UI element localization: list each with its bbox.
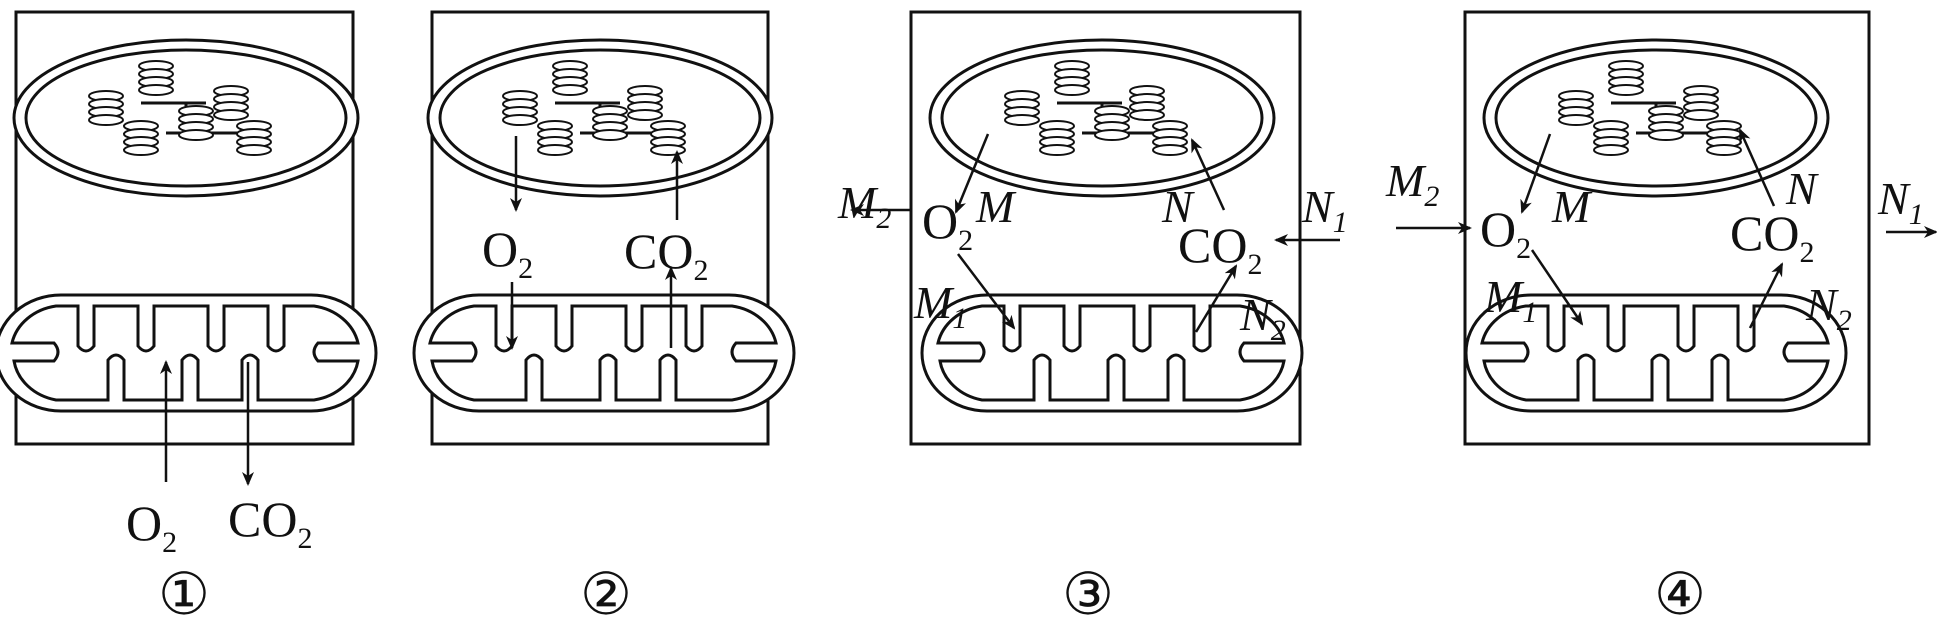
m-label: M xyxy=(1551,181,1593,232)
m-arrow xyxy=(1520,133,1552,214)
panel-number: ① xyxy=(158,562,210,627)
co2-label: CO2 xyxy=(1730,205,1814,269)
m1-label: M1 xyxy=(1483,271,1537,329)
m-label: M xyxy=(975,181,1017,232)
n2-arrow xyxy=(1194,264,1238,333)
m1-arrow xyxy=(957,253,1016,330)
n2-arrow xyxy=(1748,262,1784,329)
panel-1: O2 CO2 ① xyxy=(0,10,378,627)
n2-label: N2 xyxy=(1805,279,1852,337)
chloroplast xyxy=(428,40,772,196)
co2-label: CO2 xyxy=(624,223,708,287)
n2-label: N2 xyxy=(1239,289,1286,347)
chloroplast xyxy=(14,40,358,196)
m1-label: M1 xyxy=(913,277,967,335)
m2-label: M2 xyxy=(837,177,891,235)
m2-label: M2 xyxy=(1385,155,1439,213)
co2-label: CO2 xyxy=(1178,217,1262,281)
o2-label: O2 xyxy=(1480,201,1531,265)
m-arrow xyxy=(954,133,990,214)
panel-number: ④ xyxy=(1654,562,1706,627)
mitochondrion xyxy=(412,293,796,413)
o2-label: O2 xyxy=(922,193,973,257)
co2-label: CO2 xyxy=(228,491,312,555)
n-label: N xyxy=(1785,163,1819,214)
o2-label: O2 xyxy=(126,495,177,559)
n-arrow xyxy=(1738,128,1776,207)
panel-3: O2 CO2 M M1 M2 N N1 N2 ③ xyxy=(837,10,1348,627)
panel-number: ③ xyxy=(1062,562,1114,627)
n-arrow xyxy=(1190,138,1226,211)
n-label: N xyxy=(1161,181,1195,232)
n1-label: N1 xyxy=(1301,181,1348,239)
o2-label: O2 xyxy=(482,221,533,285)
panel-2: O2 CO2 ② xyxy=(412,10,796,627)
mitochondrion xyxy=(0,293,378,413)
panel-4: O2 CO2 M M1 M2 N N1 N2 ④ xyxy=(1385,10,1937,627)
chloroplast xyxy=(930,40,1274,196)
n1-label: N1 xyxy=(1877,173,1924,231)
m1-arrow xyxy=(1530,249,1584,326)
panel-number: ② xyxy=(580,562,632,627)
